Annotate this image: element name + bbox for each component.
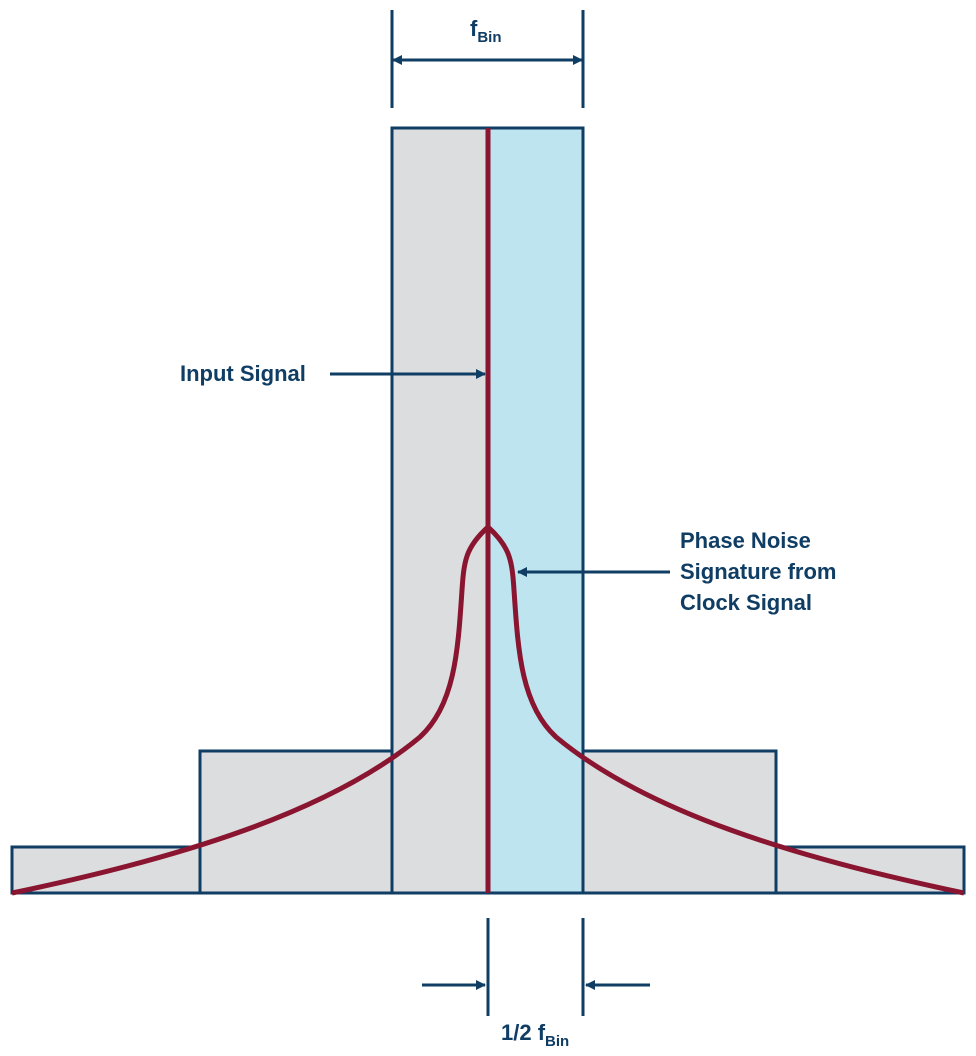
center-bin-right-half — [486, 126, 585, 895]
frequency-bins — [10, 126, 966, 895]
fbin-dimension — [390, 10, 585, 108]
phase-noise-label: Phase Noise Signature from Clock Signal — [680, 528, 843, 615]
input-signal-label: Input Signal — [180, 361, 306, 386]
middle-bin-right — [581, 749, 778, 895]
fbin-label: fBin — [470, 16, 502, 46]
half-fbin-dimension — [422, 918, 650, 1016]
half-fbin-label: 1/2 fBin — [501, 1020, 569, 1050]
middle-bin-left — [198, 749, 394, 895]
center-bin-left-half — [390, 126, 490, 895]
